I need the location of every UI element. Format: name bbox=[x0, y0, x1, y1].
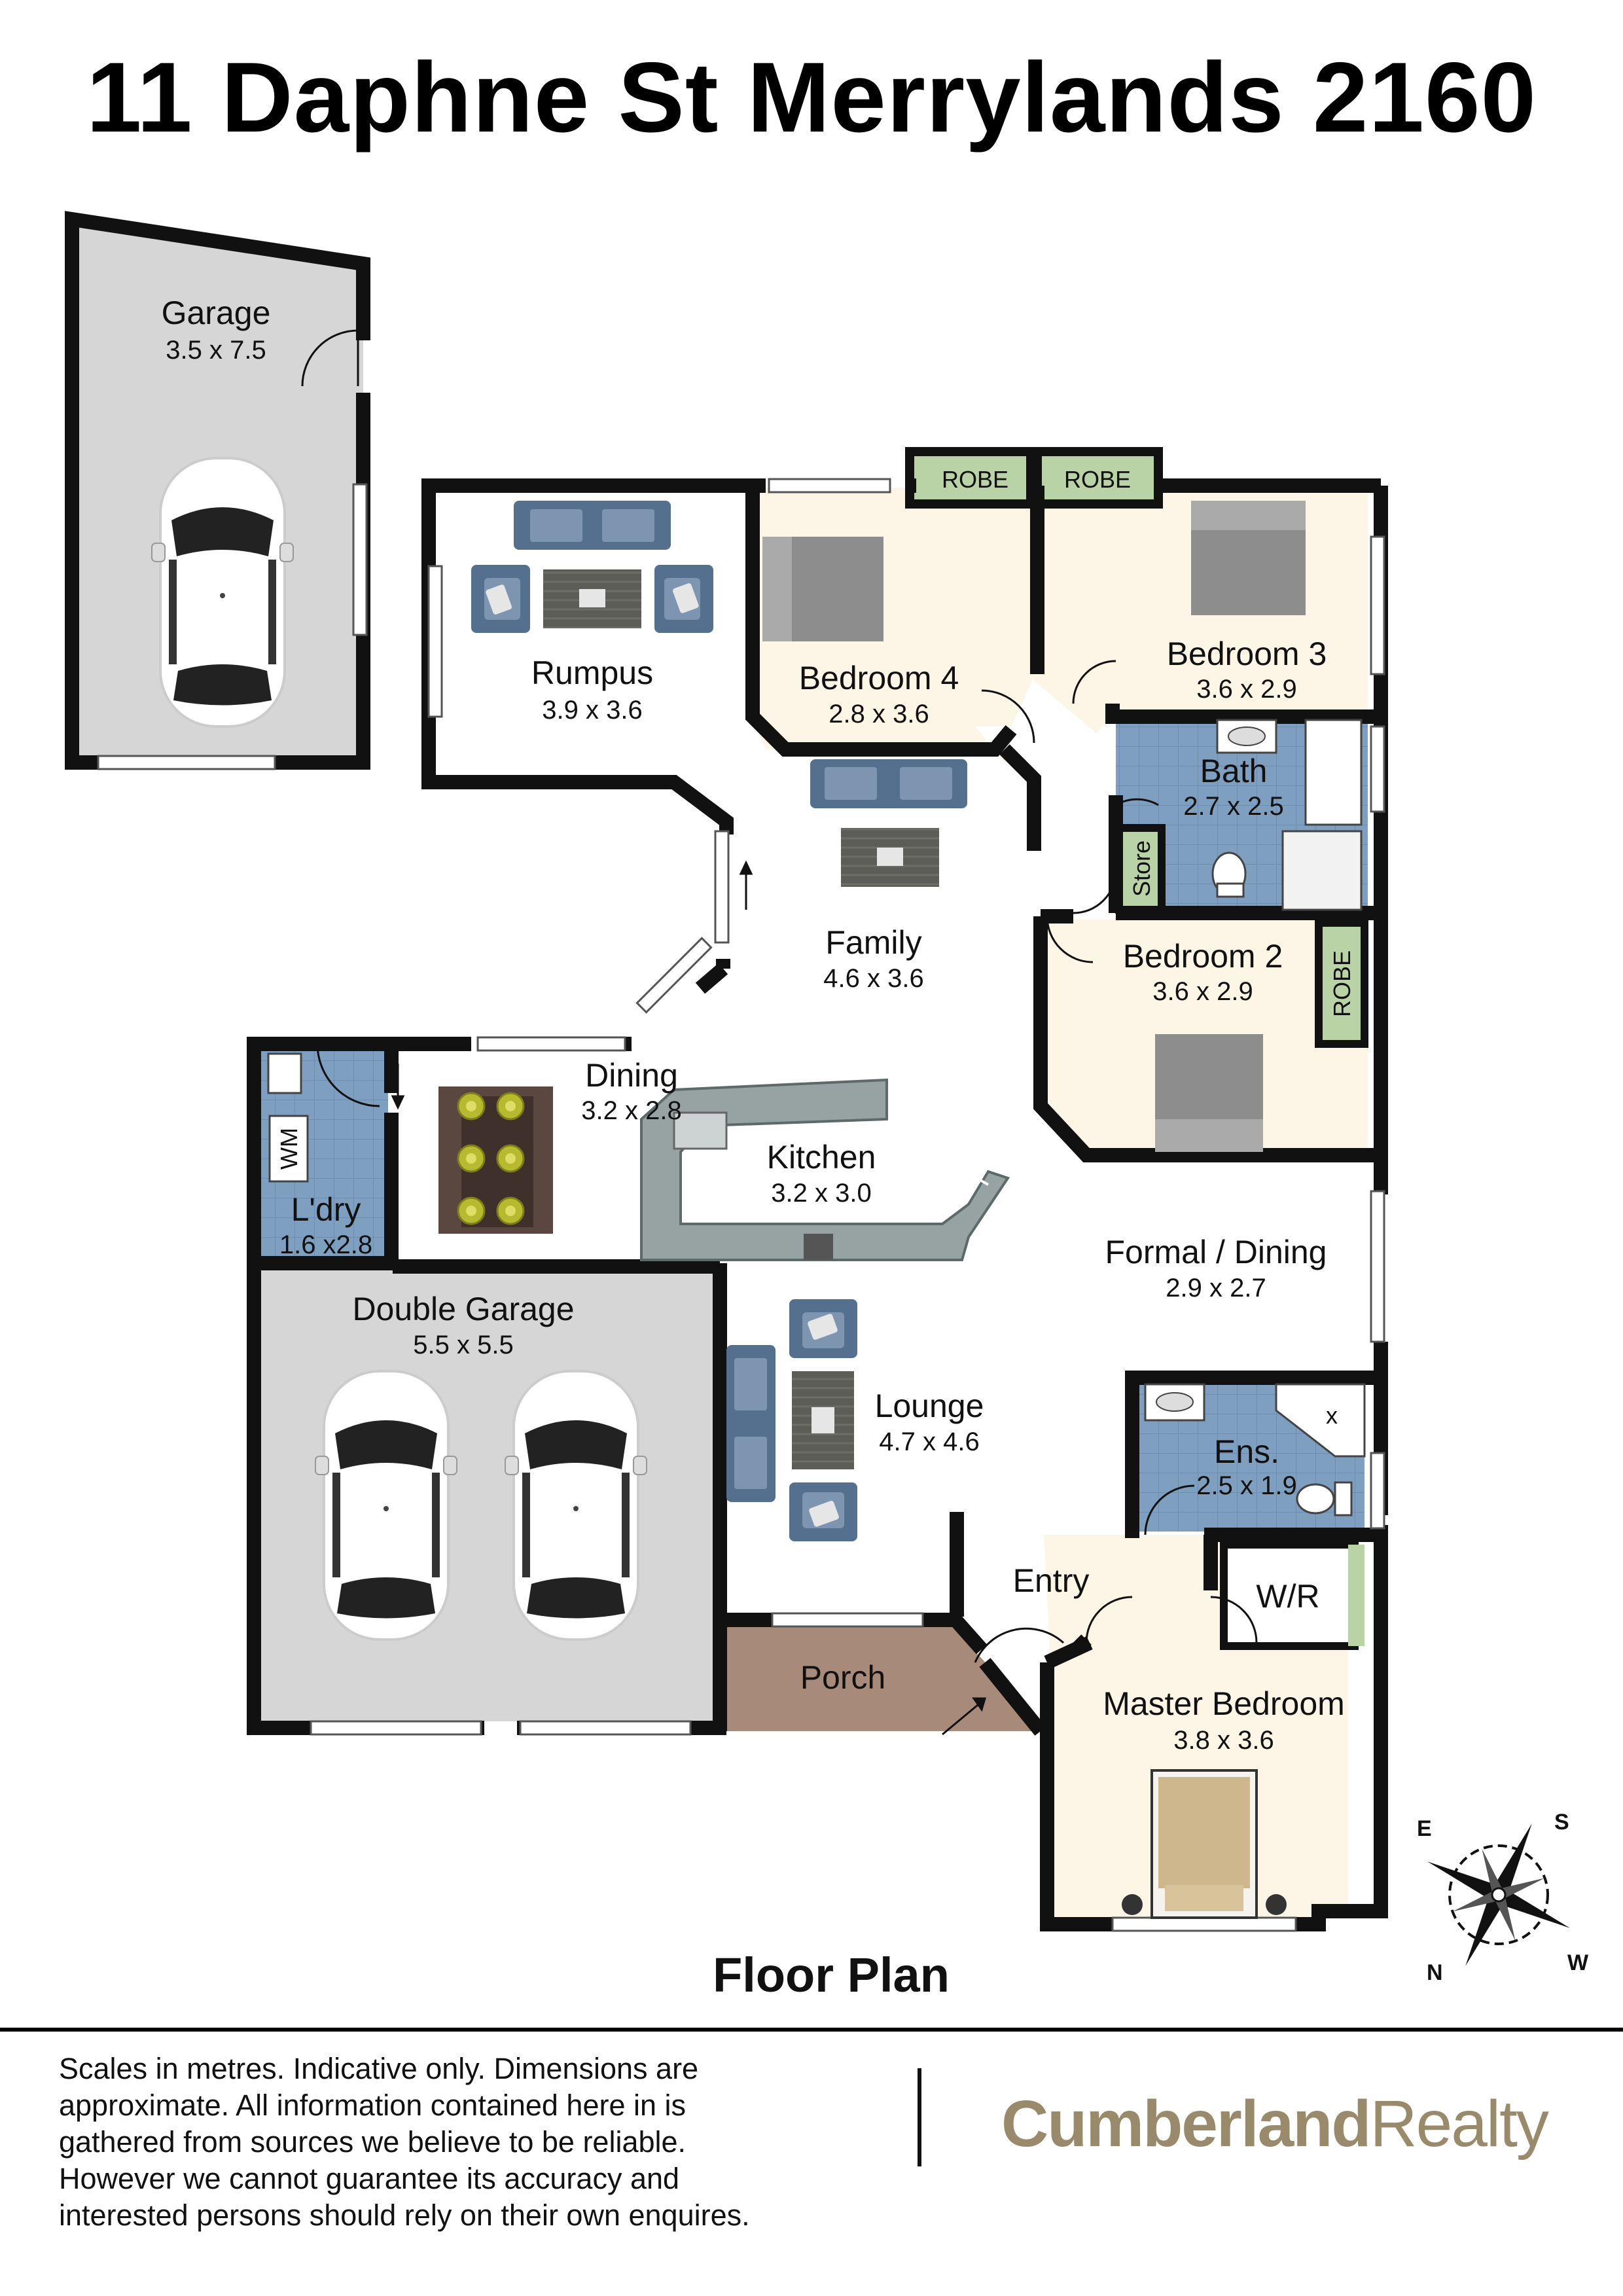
store-label: Store bbox=[1128, 840, 1155, 897]
compass-w: W bbox=[1567, 1950, 1589, 1975]
room-master-bedroom-dims: 3.8 x 3.6 bbox=[1173, 1726, 1274, 1755]
room-garage: Garage bbox=[162, 295, 271, 331]
disclaimer-line: gathered from sources we believe to be r… bbox=[59, 2125, 687, 2159]
disclaimer-line: However we cannot guarantee its accuracy… bbox=[59, 2162, 680, 2195]
room-bedroom4-dims: 2.8 x 3.6 bbox=[829, 700, 929, 728]
room-formal-dining-dims: 2.9 x 2.7 bbox=[1166, 1274, 1266, 1302]
footer-divider bbox=[0, 2028, 1623, 2032]
room-double-garage-dims: 5.5 x 5.5 bbox=[413, 1331, 513, 1359]
compass-rose bbox=[1427, 1823, 1570, 1966]
disclaimer: Scales in metres. Indicative only. Dimen… bbox=[59, 2051, 864, 2234]
room-lounge: Lounge bbox=[875, 1388, 984, 1424]
room-ensuite: Ens. bbox=[1214, 1433, 1279, 1470]
room-formal-dining: Formal / Dining bbox=[1105, 1234, 1327, 1270]
room-family-dims: 4.6 x 3.6 bbox=[823, 964, 923, 993]
room-laundry: L'dry bbox=[291, 1191, 361, 1228]
compass-e: E bbox=[1417, 1816, 1432, 1841]
robe-label-bed4: ROBE bbox=[942, 466, 1008, 493]
brand-logo: CumberlandRealty bbox=[1001, 2087, 1549, 2162]
room-bath: Bath bbox=[1200, 753, 1268, 789]
room-dining-dims: 3.2 x 2.8 bbox=[581, 1096, 681, 1125]
room-rumpus-dims: 3.9 x 3.6 bbox=[542, 696, 642, 725]
wr-label: W/R bbox=[1256, 1578, 1319, 1615]
floor-plan-label: Floor Plan bbox=[713, 1948, 950, 2002]
room-laundry-dims: 1.6 x2.8 bbox=[279, 1230, 372, 1259]
room-lounge-dims: 4.7 x 4.6 bbox=[879, 1427, 979, 1456]
compass-n: N bbox=[1427, 1960, 1443, 1985]
brand-name-bold: Cumberland bbox=[1001, 2087, 1371, 2161]
footer-separator bbox=[918, 2068, 921, 2166]
room-dining: Dining bbox=[585, 1057, 678, 1094]
room-bedroom3-dims: 3.6 x 2.9 bbox=[1196, 675, 1296, 704]
room-bedroom2-dims: 3.6 x 2.9 bbox=[1152, 977, 1253, 1006]
disclaimer-line: approximate. All information contained h… bbox=[59, 2089, 687, 2122]
room-double-garage: Double Garage bbox=[352, 1291, 574, 1327]
room-ensuite-dims: 2.5 x 1.9 bbox=[1196, 1471, 1296, 1500]
compass-s: S bbox=[1554, 1810, 1569, 1835]
room-master-bedroom: Master Bedroom bbox=[1103, 1685, 1345, 1722]
disclaimer-line: Scales in metres. Indicative only. Dimen… bbox=[59, 2052, 699, 2085]
room-entry: Entry bbox=[1013, 1562, 1090, 1599]
room-bedroom4: Bedroom 4 bbox=[799, 660, 959, 696]
room-garage-dims: 3.5 x 7.5 bbox=[166, 336, 266, 365]
robe-label-bed2: ROBE bbox=[1329, 950, 1355, 1017]
wm-label: WM bbox=[276, 1128, 302, 1170]
room-bedroom3: Bedroom 3 bbox=[1167, 636, 1327, 672]
room-family: Family bbox=[825, 924, 921, 961]
page-title: 11 Daphne St Merrylands 2160 bbox=[86, 42, 1537, 153]
shower-x-label: x bbox=[1326, 1402, 1338, 1429]
brand-name-light: Realty bbox=[1370, 2087, 1548, 2161]
room-porch: Porch bbox=[800, 1659, 886, 1696]
room-kitchen: Kitchen bbox=[767, 1139, 876, 1175]
room-bath-dims: 2.7 x 2.5 bbox=[1183, 792, 1283, 821]
disclaimer-line: interested persons should rely on their … bbox=[59, 2198, 750, 2232]
robe-label-bed3: ROBE bbox=[1064, 466, 1131, 493]
room-bedroom2: Bedroom 2 bbox=[1123, 938, 1283, 975]
room-rumpus: Rumpus bbox=[531, 655, 653, 691]
room-kitchen-dims: 3.2 x 3.0 bbox=[771, 1179, 871, 1208]
